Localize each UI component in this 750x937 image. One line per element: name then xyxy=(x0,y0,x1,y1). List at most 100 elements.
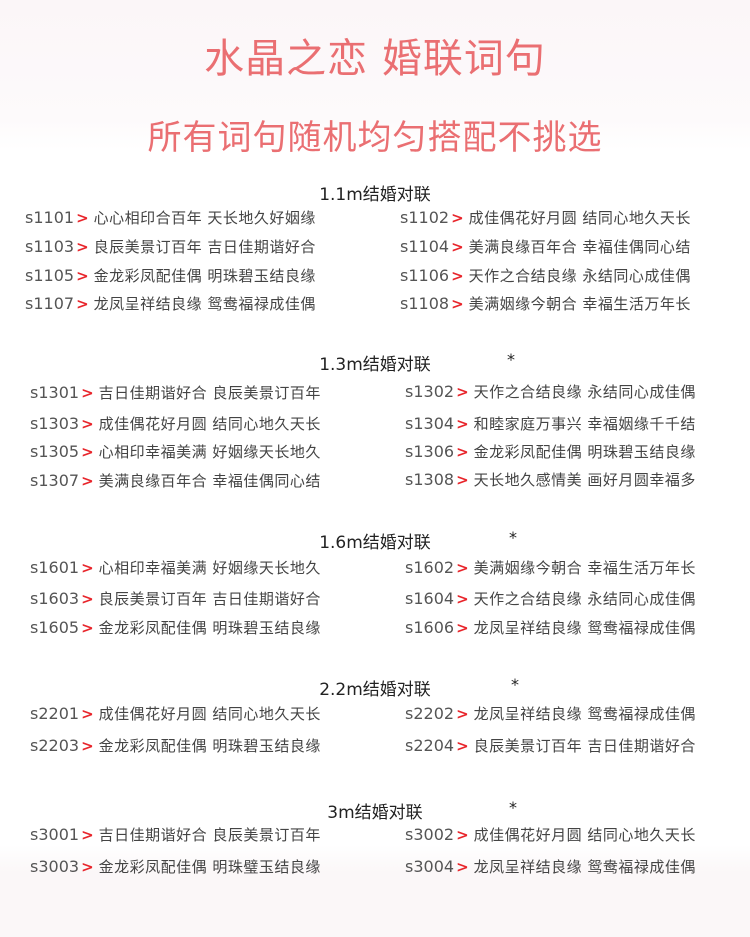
header-background xyxy=(0,0,750,150)
item-text: 美满良缘百年合 幸福佳偶同心结 xyxy=(468,238,691,256)
item-text: 龙凤呈祥结良缘 鸳鸯福禄成佳偶 xyxy=(473,619,696,637)
item-code: s1108 xyxy=(400,294,450,313)
item-code: s1104 xyxy=(400,237,450,256)
arrow-icon: > xyxy=(81,559,94,577)
arrow-icon: > xyxy=(81,443,94,461)
item-text: 天作之合结良缘 永结同心成佳偶 xyxy=(468,267,691,285)
footer-background xyxy=(0,845,750,937)
item-code: s2201 xyxy=(30,704,80,723)
item-text: 龙凤呈祥结良缘 鸳鸯福禄成佳偶 xyxy=(473,858,696,876)
arrow-icon: > xyxy=(451,267,464,285)
item-text: 成佳偶花好月圆 结同心地久天长 xyxy=(98,705,321,723)
item-text: 美满良缘百年合 幸福佳偶同心结 xyxy=(98,472,321,490)
arrow-icon: > xyxy=(456,705,469,723)
couplet-item: s1307>美满良缘百年合 幸福佳偶同心结 xyxy=(30,470,321,494)
item-code: s1602 xyxy=(405,558,455,577)
item-code: s1605 xyxy=(30,618,80,637)
couplet-item: s1104>美满良缘百年合 幸福佳偶同心结 xyxy=(400,236,691,260)
item-code: s1105 xyxy=(25,266,75,285)
arrow-icon: > xyxy=(456,415,469,433)
item-code: s1307 xyxy=(30,471,80,490)
item-text: 良辰美景订百年 吉日佳期谐好合 xyxy=(93,238,316,256)
arrow-icon: > xyxy=(456,590,469,608)
arrow-icon: > xyxy=(456,826,469,844)
arrow-icon: > xyxy=(81,858,94,876)
couplet-item: s1306>金龙彩凤配佳偶 明珠碧玉结良缘 xyxy=(405,441,696,465)
couplet-item: s1305>心相印幸福美满 好姻缘天长地久 xyxy=(30,441,321,465)
arrow-icon: > xyxy=(456,619,469,637)
item-code: s1301 xyxy=(30,383,80,402)
couplet-item: s1606>龙凤呈祥结良缘 鸳鸯福禄成佳偶 xyxy=(405,617,696,641)
couplet-item: s1106>天作之合结良缘 永结同心成佳偶 xyxy=(400,265,691,289)
item-code: s1306 xyxy=(405,442,455,461)
item-code: s3004 xyxy=(405,857,455,876)
couplet-item: s1302>天作之合结良缘 永结同心成佳偶 xyxy=(405,381,696,405)
item-code: s1606 xyxy=(405,618,455,637)
arrow-icon: > xyxy=(81,590,94,608)
item-code: s3002 xyxy=(405,825,455,844)
item-text: 金龙彩凤配佳偶 明珠璧玉结良缘 xyxy=(98,858,321,876)
asterisk-mark: * xyxy=(507,350,515,369)
item-code: s1601 xyxy=(30,558,80,577)
couplet-item: s1304>和睦家庭万事兴 幸福姻缘千千结 xyxy=(405,413,696,437)
item-text: 成佳偶花好月圆 结同心地久天长 xyxy=(98,415,321,433)
item-code: s1101 xyxy=(25,208,75,227)
arrow-icon: > xyxy=(451,238,464,256)
item-code: s1106 xyxy=(400,266,450,285)
couplet-item: s2201>成佳偶花好月圆 结同心地久天长 xyxy=(30,703,321,727)
couplet-item: s2203>金龙彩凤配佳偶 明珠碧玉结良缘 xyxy=(30,735,321,759)
arrow-icon: > xyxy=(76,238,89,256)
item-text: 金龙彩凤配佳偶 明珠碧玉结良缘 xyxy=(473,443,696,461)
arrow-icon: > xyxy=(81,384,94,402)
arrow-icon: > xyxy=(451,295,464,313)
arrow-icon: > xyxy=(456,471,469,489)
arrow-icon: > xyxy=(451,209,464,227)
couplet-item: s3002>成佳偶花好月圆 结同心地久天长 xyxy=(405,824,696,848)
item-text: 成佳偶花好月圆 结同心地久天长 xyxy=(473,826,696,844)
item-text: 金龙彩凤配佳偶 明珠碧玉结良缘 xyxy=(98,619,321,637)
item-code: s1304 xyxy=(405,414,455,433)
couplet-item: s1605>金龙彩凤配佳偶 明珠碧玉结良缘 xyxy=(30,617,321,641)
section-title: 3m结婚对联 xyxy=(327,803,423,823)
couplet-item: s1303>成佳偶花好月圆 结同心地久天长 xyxy=(30,413,321,437)
page-subtitle: 所有词句随机均匀搭配不挑选 xyxy=(147,118,603,158)
arrow-icon: > xyxy=(81,619,94,637)
arrow-icon: > xyxy=(456,858,469,876)
couplet-item: s3003>金龙彩凤配佳偶 明珠璧玉结良缘 xyxy=(30,856,321,880)
item-code: s2204 xyxy=(405,736,455,755)
arrow-icon: > xyxy=(456,559,469,577)
couplet-item: s1103>良辰美景订百年 吉日佳期谐好合 xyxy=(25,236,316,260)
item-code: s3003 xyxy=(30,857,80,876)
couplet-item: s2202>龙凤呈祥结良缘 鸳鸯福禄成佳偶 xyxy=(405,703,696,727)
item-text: 吉日佳期谐好合 良辰美景订百年 xyxy=(98,826,321,844)
arrow-icon: > xyxy=(81,705,94,723)
item-text: 天长地久感情美 画好月圆幸福多 xyxy=(473,471,696,489)
item-code: s1303 xyxy=(30,414,80,433)
item-code: s1103 xyxy=(25,237,75,256)
asterisk-mark: * xyxy=(509,528,517,547)
section-title: 1.6m结婚对联 xyxy=(319,533,431,553)
item-text: 心相印幸福美满 好姻缘天长地久 xyxy=(98,443,321,461)
item-code: s3001 xyxy=(30,825,80,844)
section-title: 1.3m结婚对联 xyxy=(319,355,431,375)
couplet-item: s3001>吉日佳期谐好合 良辰美景订百年 xyxy=(30,824,321,848)
item-text: 心相印幸福美满 好姻缘天长地久 xyxy=(98,559,321,577)
arrow-icon: > xyxy=(76,295,89,313)
couplet-item: s1308>天长地久感情美 画好月圆幸福多 xyxy=(405,469,696,493)
item-text: 心心相印合百年 天长地久好姻缘 xyxy=(93,209,316,227)
item-text: 金龙彩凤配佳偶 明珠碧玉结良缘 xyxy=(98,737,321,755)
arrow-icon: > xyxy=(456,737,469,755)
couplet-item: s3004>龙凤呈祥结良缘 鸳鸯福禄成佳偶 xyxy=(405,856,696,880)
item-text: 和睦家庭万事兴 幸福姻缘千千结 xyxy=(473,415,696,433)
item-code: s1107 xyxy=(25,294,75,313)
item-code: s1102 xyxy=(400,208,450,227)
couplet-item: s1603>良辰美景订百年 吉日佳期谐好合 xyxy=(30,588,321,612)
arrow-icon: > xyxy=(456,383,469,401)
couplet-item: s1107>龙凤呈祥结良缘 鸳鸯福禄成佳偶 xyxy=(25,293,316,317)
item-text: 成佳偶花好月圆 结同心地久天长 xyxy=(468,209,691,227)
item-code: s1302 xyxy=(405,382,455,401)
item-text: 龙凤呈祥结良缘 鸳鸯福禄成佳偶 xyxy=(473,705,696,723)
arrow-icon: > xyxy=(81,415,94,433)
couplet-item: s2204>良辰美景订百年 吉日佳期谐好合 xyxy=(405,735,696,759)
couplet-item: s1102>成佳偶花好月圆 结同心地久天长 xyxy=(400,207,691,231)
